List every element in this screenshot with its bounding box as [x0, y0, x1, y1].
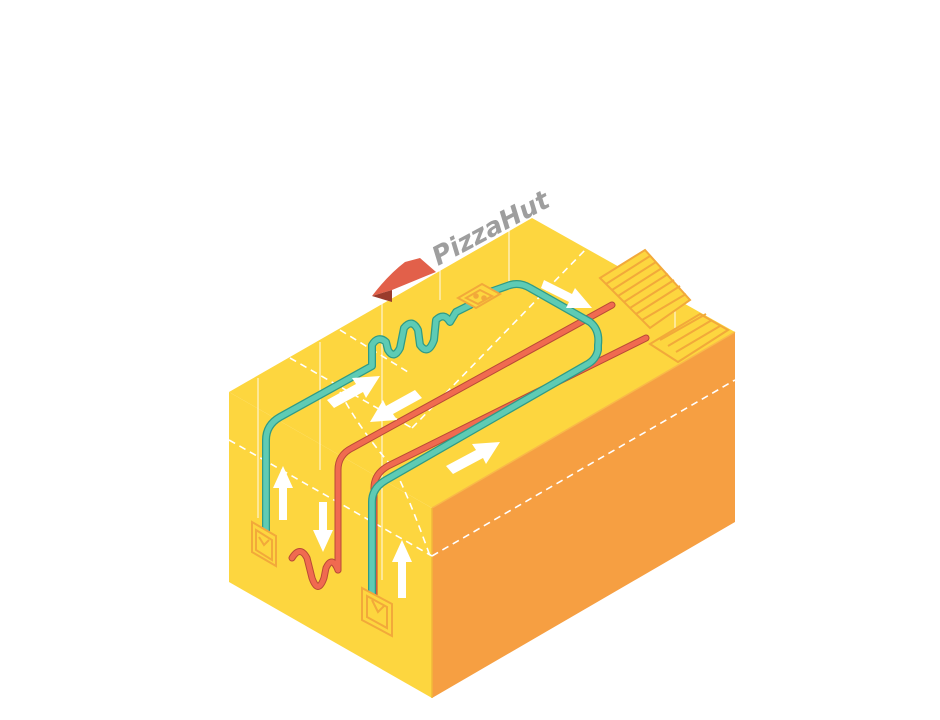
- teal-pipes: [262, 280, 603, 604]
- arrow-up-icon: [273, 466, 293, 520]
- block-right-face: [432, 332, 735, 698]
- arrow-right-icon: [327, 376, 380, 408]
- arrow-down-right-icon: [541, 280, 592, 308]
- flow-arrows: [273, 280, 592, 598]
- building-icon: [598, 248, 730, 364]
- arrow-down-icon: [313, 502, 333, 552]
- delivery-box-icon: [455, 282, 503, 310]
- arrow-up-icon: [392, 540, 412, 598]
- roof-icon: [372, 258, 436, 302]
- arrow-left-icon: [370, 390, 422, 422]
- block-top-face: [229, 218, 735, 508]
- store-box-icon: [361, 586, 393, 638]
- home-box-icon: [251, 520, 277, 568]
- block-edge: [431, 331, 736, 509]
- arrow-right-icon: [446, 442, 500, 474]
